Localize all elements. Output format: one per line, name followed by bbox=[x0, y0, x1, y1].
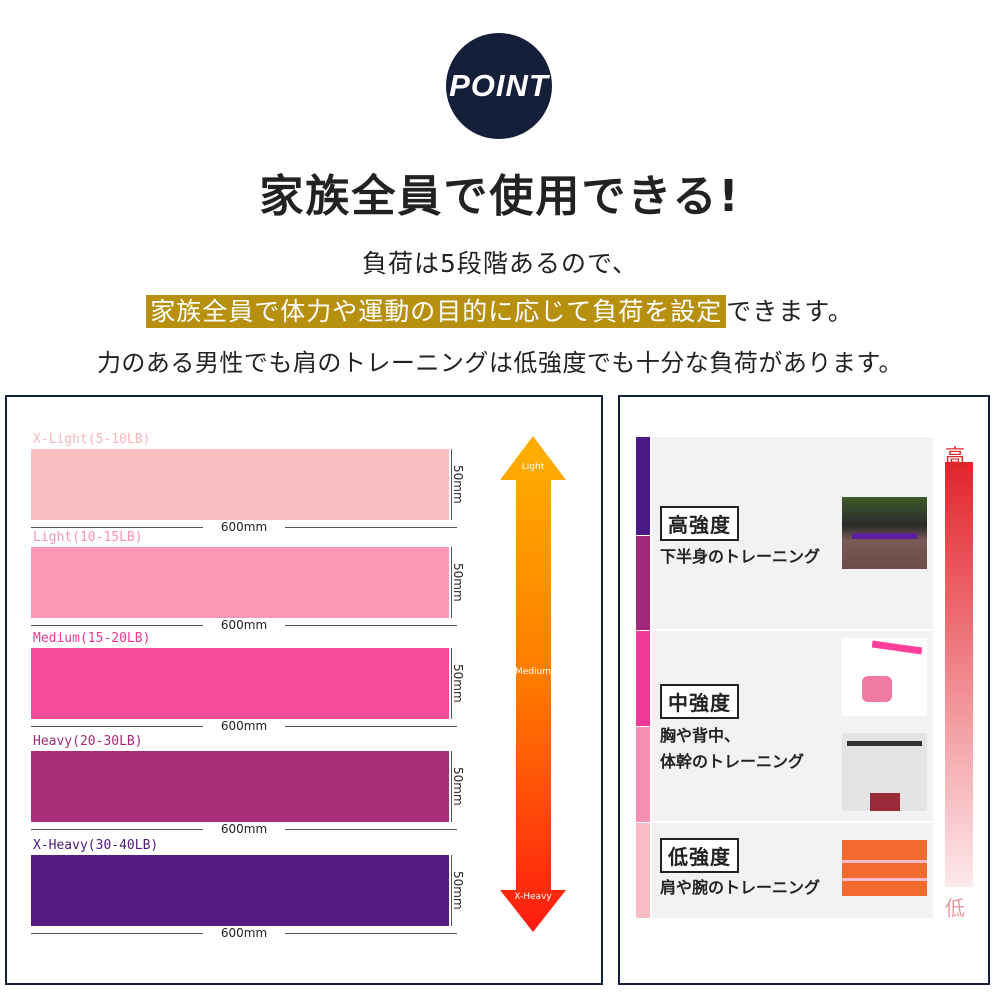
band-height-dimension: 50mm bbox=[451, 449, 465, 520]
level-high-label: 高強度 bbox=[660, 506, 739, 541]
subtitle-line-3: 力のある男性でも肩のトレーニングは低強度でも十分な負荷があります。 bbox=[96, 349, 904, 377]
highlighted-text: 家族全員で体力や運動の目的に応じて負荷を設定 bbox=[146, 295, 727, 328]
band-width-label: 600mm bbox=[202, 822, 286, 836]
band-sizes-panel bbox=[5, 395, 603, 985]
line-2-rest: できます。 bbox=[726, 297, 854, 326]
band-width-label: 600mm bbox=[202, 719, 286, 733]
band-width-dimension: 600mm bbox=[31, 520, 457, 534]
arrow-label-xheavy: X-Heavy bbox=[514, 892, 552, 902]
level-bar-medium bbox=[636, 631, 650, 726]
low-label: 低 bbox=[945, 896, 965, 920]
band-label: Medium(15-20LB) bbox=[33, 631, 151, 646]
photo-back-training bbox=[842, 733, 927, 811]
arrow-label-medium: Medium bbox=[515, 667, 551, 677]
level-bar-xlight bbox=[636, 823, 650, 918]
intensity-arrow: Light Medium X-Heavy bbox=[500, 436, 566, 932]
intensity-panel bbox=[618, 395, 990, 985]
band-width-dimension: 600mm bbox=[31, 822, 457, 836]
band-height-dimension: 50mm bbox=[451, 855, 465, 926]
subtitle-line-2: 家族全員で体力や運動の目的に応じて負荷を設定できます。 bbox=[0, 292, 1000, 328]
level-bar-heavy bbox=[636, 536, 650, 630]
band-width-label: 600mm bbox=[202, 926, 286, 940]
band-swatch bbox=[31, 449, 449, 520]
band-width-label: 600mm bbox=[202, 520, 286, 534]
level-high-desc: 下半身のトレーニング bbox=[660, 547, 821, 566]
level-medium-desc-1: 胸や背中、 bbox=[660, 726, 741, 745]
double-arrow-icon bbox=[500, 436, 566, 932]
page-title: 家族全員で使用できる! bbox=[259, 171, 741, 222]
photo-core-training bbox=[842, 638, 927, 716]
photo-arm-training bbox=[842, 840, 927, 896]
band-label: Light(10-15LB) bbox=[33, 530, 143, 545]
level-medium-desc-2: 体幹のトレーニング bbox=[660, 752, 805, 771]
band-width-dimension: 600mm bbox=[31, 719, 457, 733]
band-height-dimension: 50mm bbox=[451, 547, 465, 618]
level-bar-light bbox=[636, 727, 650, 822]
band-width-dimension: 600mm bbox=[31, 926, 457, 940]
intensity-gradient-bar bbox=[945, 462, 973, 887]
band-swatch bbox=[31, 855, 449, 926]
band-swatch bbox=[31, 648, 449, 719]
band-swatch bbox=[31, 751, 449, 822]
level-medium-label: 中強度 bbox=[660, 684, 739, 719]
band-height-dimension: 50mm bbox=[451, 751, 465, 822]
band-swatch bbox=[31, 547, 449, 618]
band-label: X-Light(5-10LB) bbox=[33, 432, 151, 447]
arrow-label-light: Light bbox=[521, 462, 545, 472]
point-badge: POINT bbox=[446, 33, 552, 139]
level-low-label: 低強度 bbox=[660, 838, 739, 873]
band-label: X-Heavy(30-40LB) bbox=[33, 838, 159, 853]
level-bar-xheavy bbox=[636, 437, 650, 535]
photo-leg-training bbox=[842, 497, 927, 569]
level-low-desc: 肩や腕のトレーニング bbox=[660, 878, 821, 897]
band-width-label: 600mm bbox=[202, 618, 286, 632]
band-label: Heavy(20-30LB) bbox=[33, 734, 143, 749]
band-width-dimension: 600mm bbox=[31, 618, 457, 632]
subtitle-line-1: 負荷は5段階あるので、 bbox=[362, 249, 638, 278]
band-height-dimension: 50mm bbox=[451, 648, 465, 719]
